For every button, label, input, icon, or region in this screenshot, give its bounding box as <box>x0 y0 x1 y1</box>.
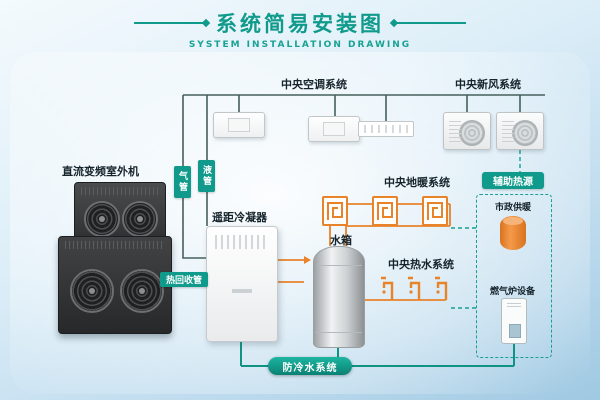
indoor-unit-drop-pipes <box>238 95 521 121</box>
aux-heat-source-tag: 辅助热源 <box>482 172 544 189</box>
fan-icon <box>84 201 120 237</box>
fan-icon <box>120 269 164 313</box>
municipal-heating-tank-icon <box>500 216 526 250</box>
fresh-air-system-label: 中央新风系统 <box>455 78 521 91</box>
floor-heating-coil-icon <box>422 196 448 226</box>
aux-heat-source-box <box>476 194 552 358</box>
ducted-indoor-unit <box>358 121 414 137</box>
outdoor-unit-label: 直流变频室外机 <box>62 165 139 178</box>
title-decoration-left <box>134 22 206 24</box>
central-ac-system-label: 中央空调系统 <box>281 78 347 91</box>
water-tank-graphic <box>313 246 365 348</box>
floor-heating-system-label: 中央地暖系统 <box>384 176 450 189</box>
gas-pipe-line <box>182 95 206 259</box>
fresh-air-unit <box>443 112 491 150</box>
municipal-heating-label: 市政供暖 <box>495 203 532 213</box>
page-title: 系统简易安装图 <box>216 12 384 36</box>
gas-furnace-icon <box>501 298 527 344</box>
faucet-icon <box>431 275 451 301</box>
page-subtitle: SYSTEM INSTALLATION DRAWING <box>188 40 412 50</box>
fresh-air-unit <box>496 112 544 150</box>
remote-condenser-graphic <box>206 226 278 342</box>
fan-icon <box>70 269 114 313</box>
heat-recovery-tag: 热回收管 <box>160 272 208 287</box>
condenser-label: 遥距冷凝器 <box>212 211 267 224</box>
anti-cold-water-pipe <box>240 340 515 367</box>
hot-water-system-label: 中央热水系统 <box>388 258 454 271</box>
header: 系统简易安装图 SYSTEM INSTALLATION DRAWING <box>0 8 600 50</box>
floor-heating-coil-icon <box>322 196 348 226</box>
anti-cold-water-badge: 防冷水系统 <box>268 357 352 375</box>
gas-pipe-tag: 气管 <box>174 166 191 198</box>
ceiling-cassette-unit <box>213 112 265 138</box>
title-decoration-right <box>394 22 466 24</box>
gas-furnace-label: 燃气炉设备 <box>490 287 536 297</box>
faucet-icon <box>404 275 424 301</box>
outdoor-unit-graphic <box>58 180 172 334</box>
fan-icon <box>122 201 158 237</box>
flow-arrow-right-icon <box>304 256 311 264</box>
water-tank-label: 水箱 <box>330 234 352 247</box>
faucet-icon <box>377 275 397 301</box>
ceiling-cassette-unit <box>308 116 360 142</box>
condenser-tank-flow-pipes <box>276 259 304 283</box>
outdoor-unit-lower <box>58 236 172 334</box>
floor-heating-coil-icon <box>372 196 398 226</box>
liquid-pipe-tag: 液管 <box>198 160 215 192</box>
